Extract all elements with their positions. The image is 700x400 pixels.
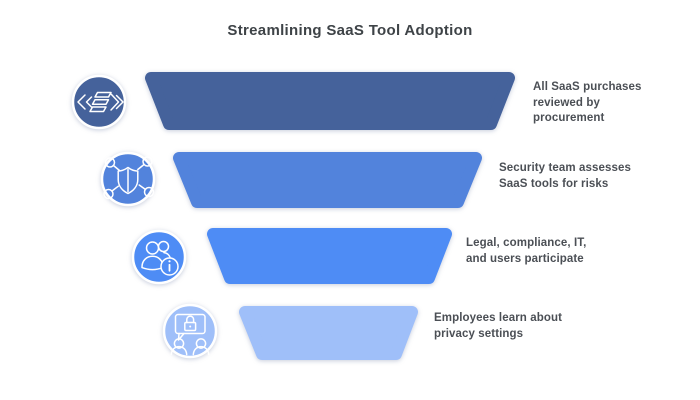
stage-2-label: Security team assesses SaaS tools for ri… — [499, 162, 631, 190]
privacy-chat-lock-icon — [170, 313, 210, 356]
users-info-icon — [141, 240, 179, 276]
shield-network-icon — [103, 156, 155, 200]
stage-1-label: All SaaS purchases reviewed by procureme… — [533, 81, 642, 124]
diagram-title: Streamlining SaaS Tool Adoption — [227, 22, 473, 39]
stage-4-label: Employees learn about privacy settings — [434, 312, 562, 340]
funnel-stage-4-shape — [239, 306, 418, 360]
stage-1-icon-circle — [71, 74, 127, 130]
funnel-stage-3-shape — [207, 228, 452, 284]
exchange-arrows-icon — [77, 91, 124, 113]
funnel-stage-2-shape — [173, 152, 482, 208]
stage-3-label: Legal, compliance, IT, and users partici… — [466, 237, 587, 265]
funnel-stage-1-shape — [145, 72, 515, 130]
stage-3-icon-circle — [131, 229, 187, 285]
